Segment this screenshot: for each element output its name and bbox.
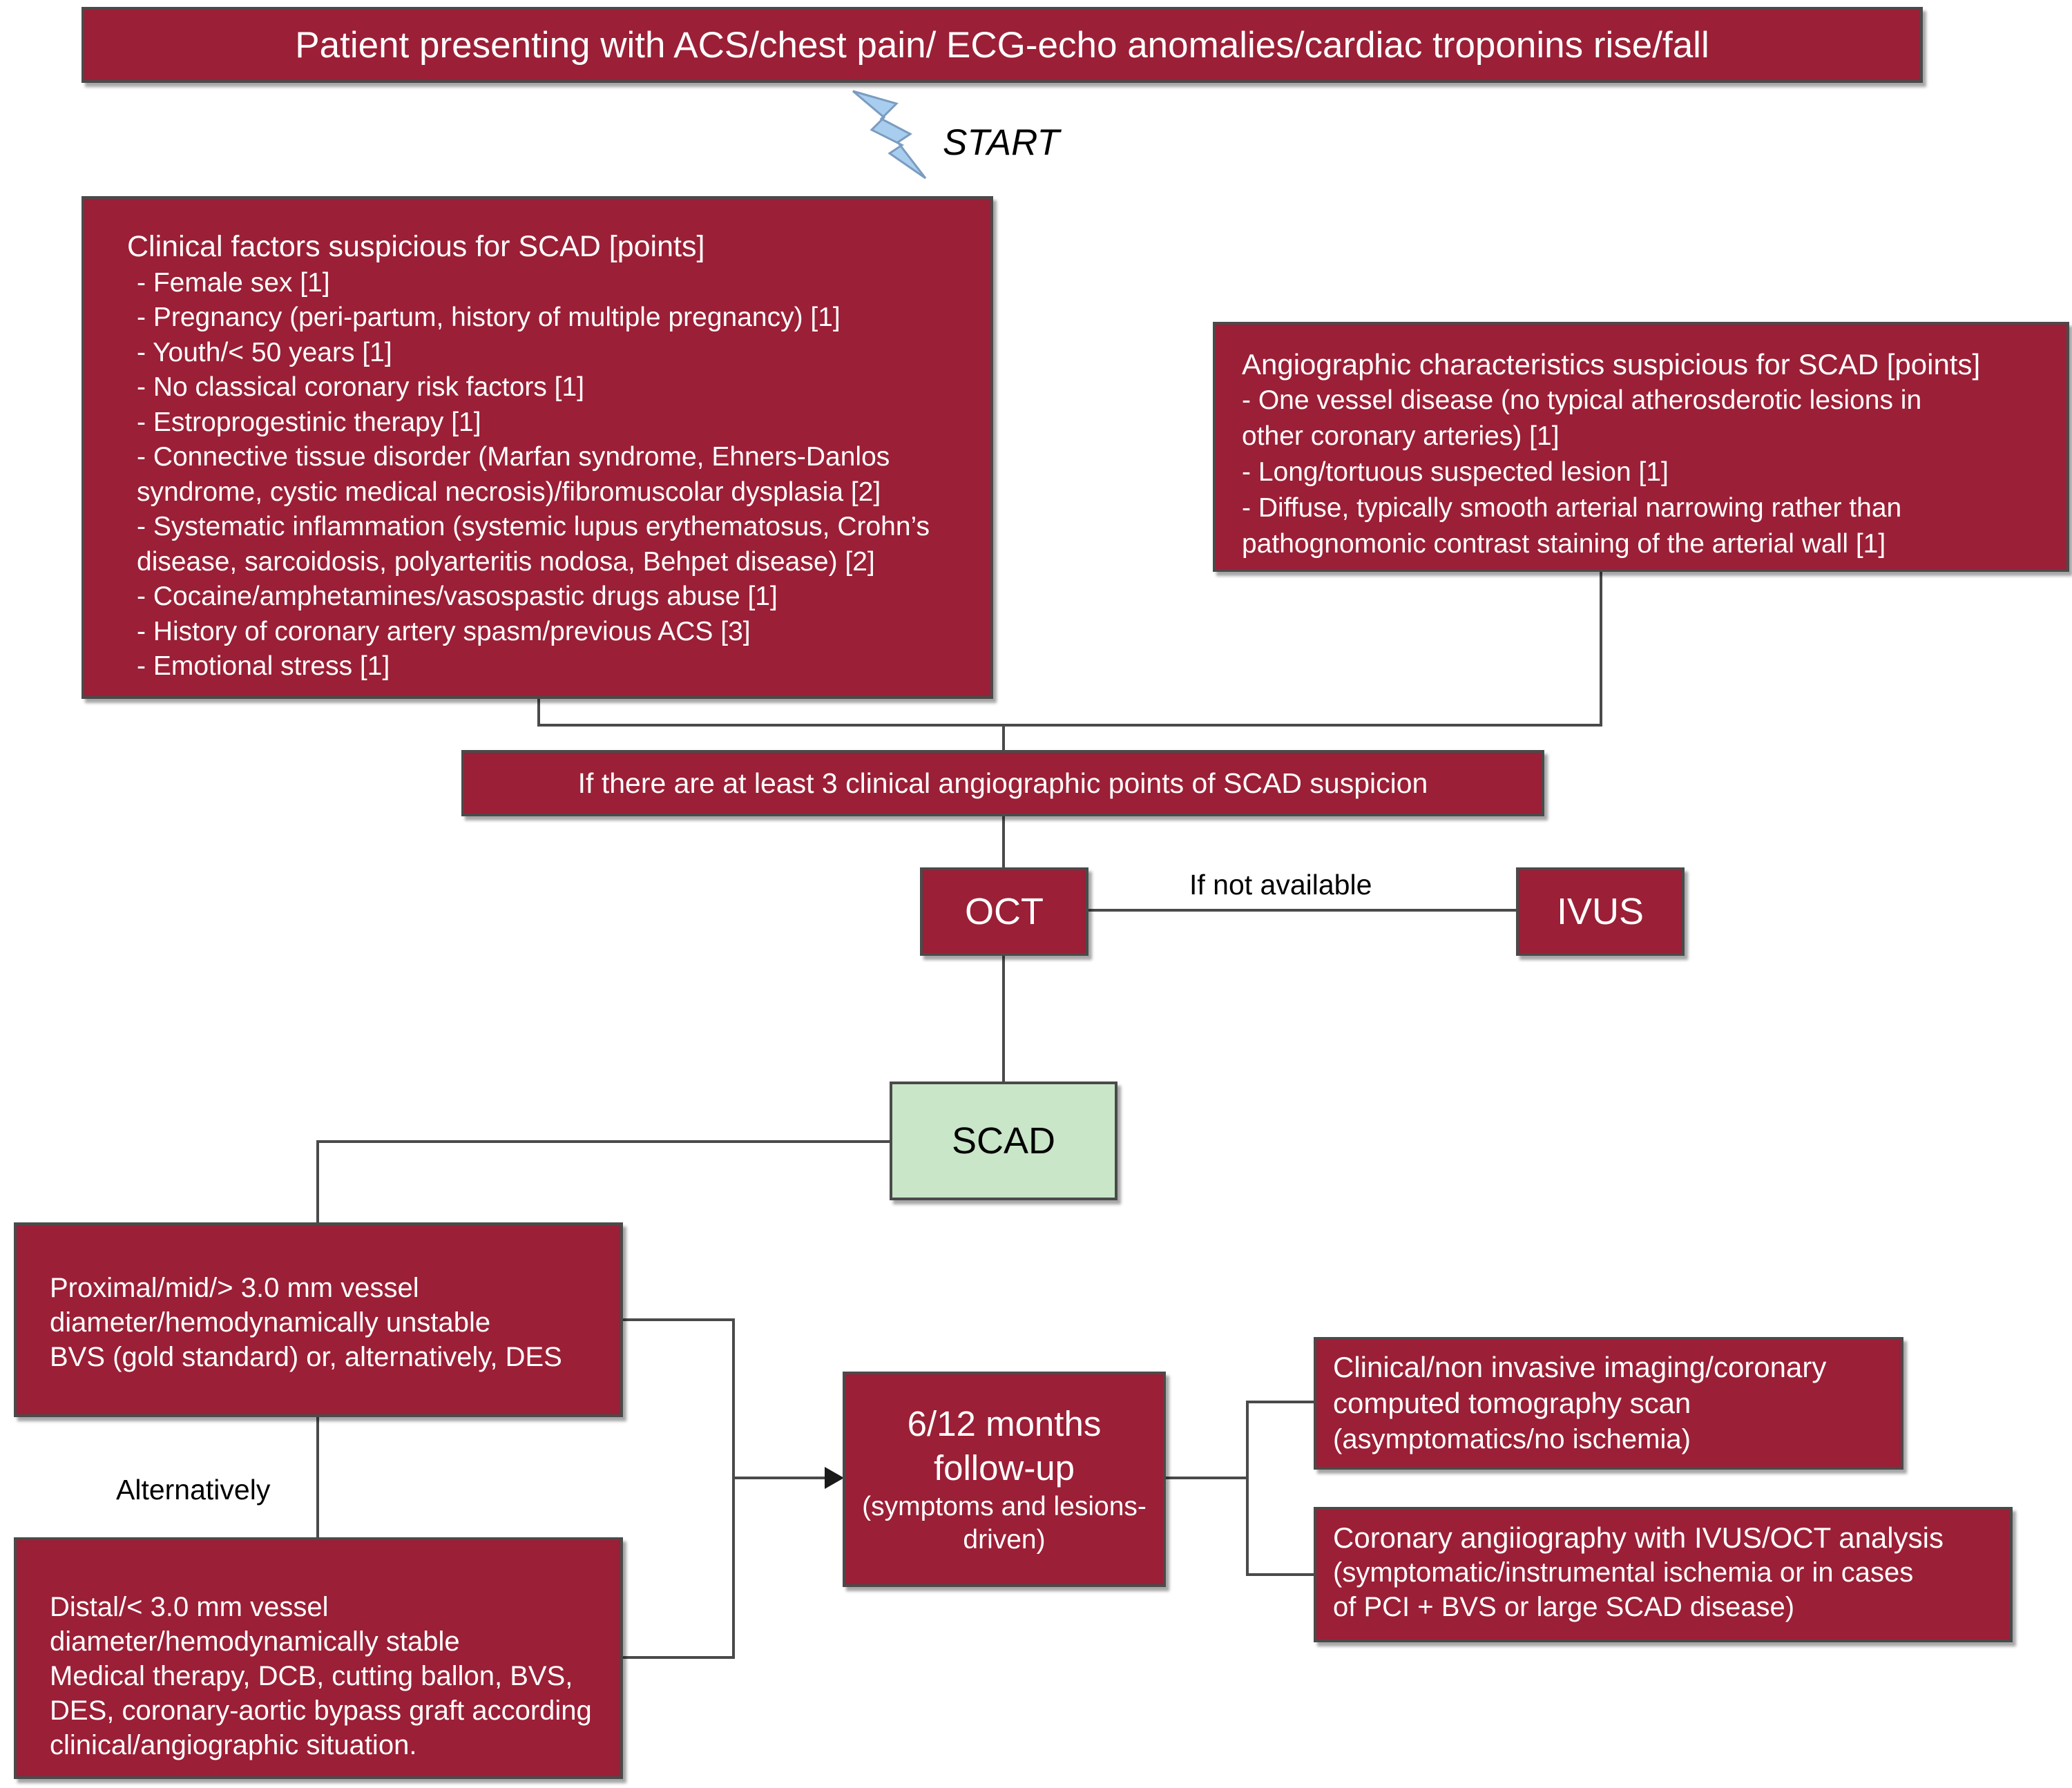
proximal-treatment-box: Proximal/mid/> 3.0 mm vessel diameter/he… [14, 1222, 623, 1417]
connector-clinical-down [537, 699, 540, 725]
angiography-followup-line: of PCI + BVS or large SCAD disease) [1333, 1592, 1795, 1622]
scad-label: SCAD [951, 1120, 1056, 1162]
connector-to-angiography [1246, 1573, 1315, 1576]
noninvasive-line: (asymptomatics/no ischemia) [1333, 1424, 1691, 1454]
if-not-available-label: If not available [1189, 869, 1372, 901]
header-box: Patient presenting with ACS/chest pain/ … [81, 7, 1923, 83]
connector-proximal-right [622, 1318, 733, 1321]
connector-oct-to-scad [1002, 954, 1005, 1083]
header-title: Patient presenting with ACS/chest pain/ … [295, 24, 1709, 66]
connector-threshold-to-oct [1002, 815, 1005, 867]
angiographic-item: - One vessel disease (no typical atheros… [1242, 385, 1922, 415]
angiographic-characteristics-box: Angiographic characteristics suspicious … [1213, 322, 2069, 572]
angiographic-item: - Long/tortuous suspected lesion [1] [1242, 457, 1669, 487]
connector-proximal-to-distal [316, 1417, 319, 1539]
noninvasive-line: computed tomography scan [1333, 1387, 1691, 1419]
angiographic-item: pathognomonic contrast staining of the a… [1242, 529, 1886, 559]
angiography-followup-line: Coronary angiiography with IVUS/OCT anal… [1333, 1521, 1944, 1554]
followup-note-line1: (symptoms and lesions- [862, 1492, 1147, 1521]
connector-angio-down [1600, 570, 1602, 725]
clinical-factor-item: - Connective tissue disorder (Marfan syn… [137, 442, 890, 472]
scad-box: SCAD [890, 1082, 1117, 1200]
followup-note-line2: driven) [963, 1525, 1046, 1555]
clinical-factor-item: - Pregnancy (peri-partum, history of mul… [137, 302, 841, 332]
distal-treatment-box: Distal/< 3.0 mm vessel diameter/hemodyna… [14, 1537, 623, 1779]
connector-oct-to-ivus [1086, 909, 1518, 912]
clinical-factor-item: - No classical coronary risk factors [1] [137, 372, 585, 402]
threshold-label: If there are at least 3 clinical angiogr… [577, 767, 1428, 799]
noninvasive-line: Clinical/non invasive imaging/coronary [1333, 1351, 1827, 1383]
noninvasive-imaging-box: Clinical/non invasive imaging/coronary c… [1314, 1337, 1903, 1470]
clinical-factor-item: - Systematic inflammation (systemic lupu… [137, 512, 930, 541]
oct-label: OCT [965, 891, 1044, 932]
angiographic-item: other coronary arteries) [1] [1242, 421, 1560, 451]
threshold-box: If there are at least 3 clinical angiogr… [461, 750, 1544, 816]
ivus-label: IVUS [1556, 891, 1644, 932]
connector-to-followup [732, 1477, 829, 1479]
clinical-factor-item: - Emotional stress [1] [137, 651, 390, 681]
angiography-followup-line: (symptomatic/instrumental ischemia or in… [1333, 1557, 1914, 1588]
lightning-bolt-icon [852, 90, 927, 180]
proximal-line: BVS (gold standard) or, alternatively, D… [50, 1342, 562, 1372]
connector-scad-to-proximal [316, 1140, 319, 1222]
clinical-factor-item: - Cocaine/amphetamines/vasospastic drugs… [137, 581, 778, 611]
proximal-line: Proximal/mid/> 3.0 mm vessel [50, 1273, 419, 1303]
distal-line: diameter/hemodynamically stable [50, 1626, 460, 1657]
connector-bracket-vertical [732, 1318, 735, 1659]
distal-line: Distal/< 3.0 mm vessel [50, 1592, 329, 1622]
oct-box: OCT [920, 867, 1088, 956]
angiographic-item: - Diffuse, typically smooth arterial nar… [1242, 493, 1902, 523]
ivus-box: IVUS [1516, 867, 1685, 956]
clinical-factor-item: - Estroprogestinic therapy [1] [137, 407, 481, 437]
followup-title-line2: follow-up [933, 1448, 1075, 1488]
connector-followup-right [1164, 1477, 1247, 1479]
start-label: START [943, 122, 1059, 163]
clinical-factor-item: - Youth/< 50 years [1] [137, 337, 392, 367]
distal-line: Medical therapy, DCB, cutting ballon, BV… [50, 1661, 573, 1691]
angiography-followup-box: Coronary angiiography with IVUS/OCT anal… [1314, 1507, 2013, 1642]
clinical-factor-item: - History of coronary artery spasm/previ… [137, 616, 751, 646]
clinical-factors-title: Clinical factors suspicious for SCAD [po… [127, 230, 705, 263]
connector-distal-right [622, 1656, 733, 1659]
connector-merge-horizontal [537, 724, 1602, 727]
clinical-factor-item: syndrome, cystic medical necrosis)/fibro… [137, 477, 881, 507]
proximal-line: diameter/hemodynamically unstable [50, 1307, 491, 1338]
followup-title-line1: 6/12 months [907, 1404, 1102, 1443]
alternatively-label: Alternatively [116, 1474, 271, 1506]
distal-line: clinical/angiographic situation. [50, 1730, 417, 1760]
connector-scad-left [316, 1140, 891, 1143]
arrowhead-to-followup [825, 1467, 844, 1489]
clinical-factor-item: - Female sex [1] [137, 267, 330, 298]
connector-to-noninvasive [1246, 1401, 1315, 1403]
angiographic-title: Angiographic characteristics suspicious … [1242, 348, 1981, 381]
distal-line: DES, coronary-aortic bypass graft accord… [50, 1695, 592, 1726]
clinical-factor-item: disease, sarcoidosis, polyarteritis nodo… [137, 546, 875, 577]
followup-box: 6/12 months follow-up (symptoms and lesi… [843, 1372, 1166, 1587]
connector-merge-to-threshold [1002, 724, 1005, 751]
clinical-factors-box: Clinical factors suspicious for SCAD [po… [81, 196, 993, 699]
connector-followup-bracket [1246, 1401, 1249, 1576]
